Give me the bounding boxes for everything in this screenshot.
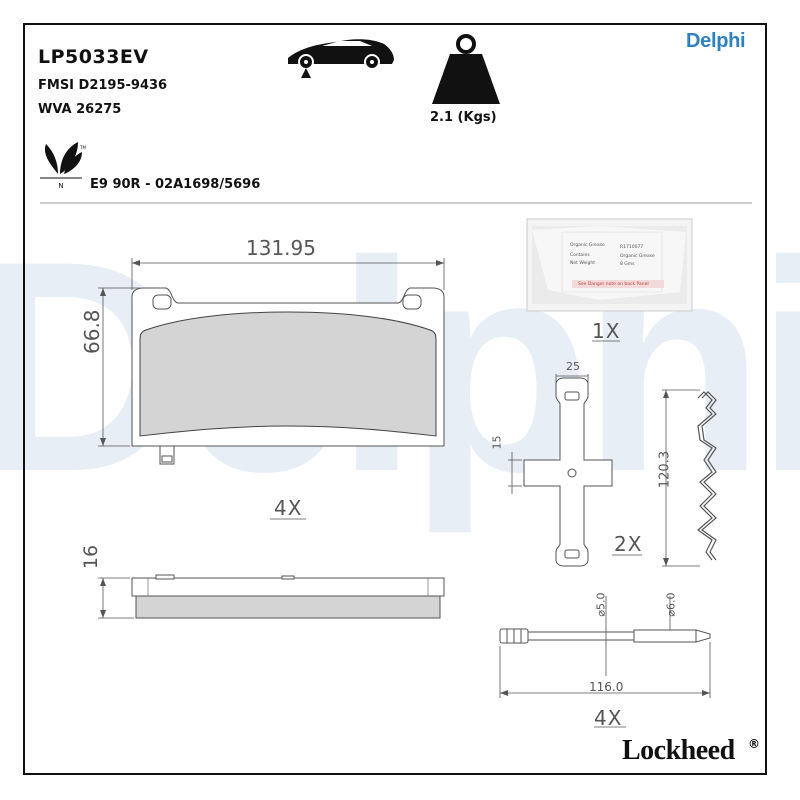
sachet-warning: See Danger note on back Panel (578, 282, 649, 287)
eco-letter: N (58, 182, 63, 190)
pad-width-dimension: 131.95 (246, 236, 316, 260)
approval-number: E9 90R - 02A1698/5696 (90, 177, 261, 192)
pad-height-dimension: 66.8 (80, 309, 104, 354)
pin-quantity: 4X (594, 706, 623, 730)
grease-quantity: 1X (592, 319, 621, 343)
clip-width-dimension: 25 (566, 360, 580, 373)
eco-leaves-icon (40, 142, 82, 179)
grease-sachet-image (526, 218, 693, 312)
pad-dimension-lines (98, 258, 642, 728)
fmsi-code: FMSI D2195-9436 (38, 78, 168, 93)
pin-diameter-2: ⌀6.0 (664, 592, 678, 617)
clip-offset-dimension: 15 (490, 435, 504, 450)
brand-logo-delphi: Delphi (686, 30, 746, 52)
retaining-clip-drawing (508, 374, 613, 567)
weight-label: 2.1 (Kgs) (430, 110, 497, 125)
pin-length-dimension: 116.0 (589, 680, 624, 694)
pad-quantity: 4X (274, 496, 303, 520)
frame-border (23, 23, 767, 775)
sachet-line-3-value: 8 Gms (620, 262, 635, 267)
brake-pad-side-view (98, 574, 445, 619)
clip-quantity: 2X (614, 532, 643, 556)
pin-diameter-1: ⌀5.0 (594, 592, 608, 617)
sachet-line-3-label: Net Weight (570, 261, 596, 266)
eco-tm: TM (79, 145, 86, 150)
registered-mark: ® (748, 737, 760, 751)
brand-logo-lockheed: Lockheed (622, 735, 735, 766)
sachet-line-1-label: Organic Grease (570, 243, 605, 248)
weight-icon (432, 34, 500, 104)
wva-code: WVA 26275 (38, 102, 122, 117)
brake-pad-front-view (131, 287, 445, 465)
sachet-line-1-value: R1710077 (620, 245, 644, 250)
car-front-axle-icon (288, 39, 394, 78)
pad-thickness-dimension: 16 (80, 544, 102, 570)
part-number: LP5033EV (38, 46, 149, 68)
spring-height-dimension: 120.3 (657, 450, 673, 489)
sachet-line-2-value: Organic Grease (620, 254, 655, 259)
anti-rattle-spring-drawing (662, 389, 717, 567)
sachet-line-2-label: Contains (570, 253, 590, 258)
guide-pin-drawing (499, 596, 711, 698)
